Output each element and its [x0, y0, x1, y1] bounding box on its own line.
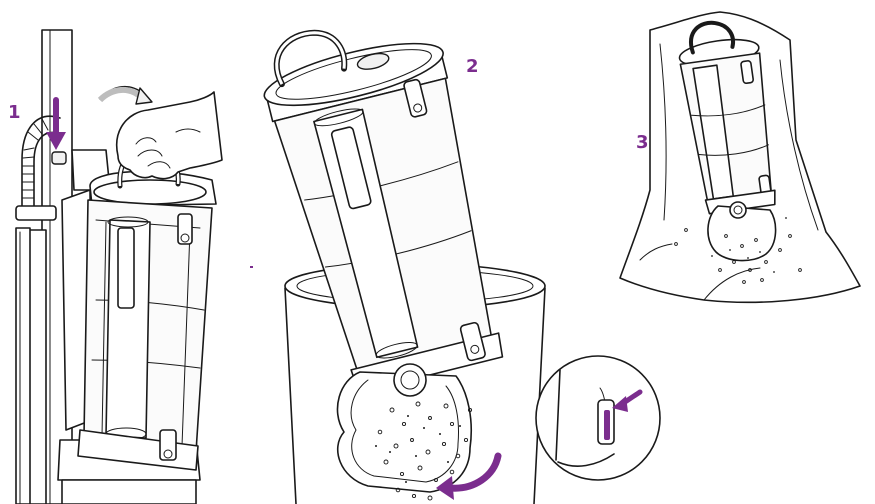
rotate-arrow-icon	[100, 87, 152, 104]
panel-3-empty-into-bag: 3	[620, 12, 860, 302]
dust-cup-canister	[78, 171, 216, 470]
step-label-2: 2	[466, 56, 479, 77]
latch-detail-callout	[536, 356, 660, 480]
step-label-3: 3	[636, 132, 649, 153]
small-mark	[250, 266, 253, 268]
bag-open-lid	[708, 202, 776, 261]
open-lid-flap	[337, 364, 471, 492]
panel-2-empty-into-bin: 2	[252, 2, 660, 504]
hand-illustration	[117, 92, 222, 179]
step-label-1: 1	[8, 102, 21, 123]
panel-1-release-dust-cup: 1	[8, 30, 222, 504]
